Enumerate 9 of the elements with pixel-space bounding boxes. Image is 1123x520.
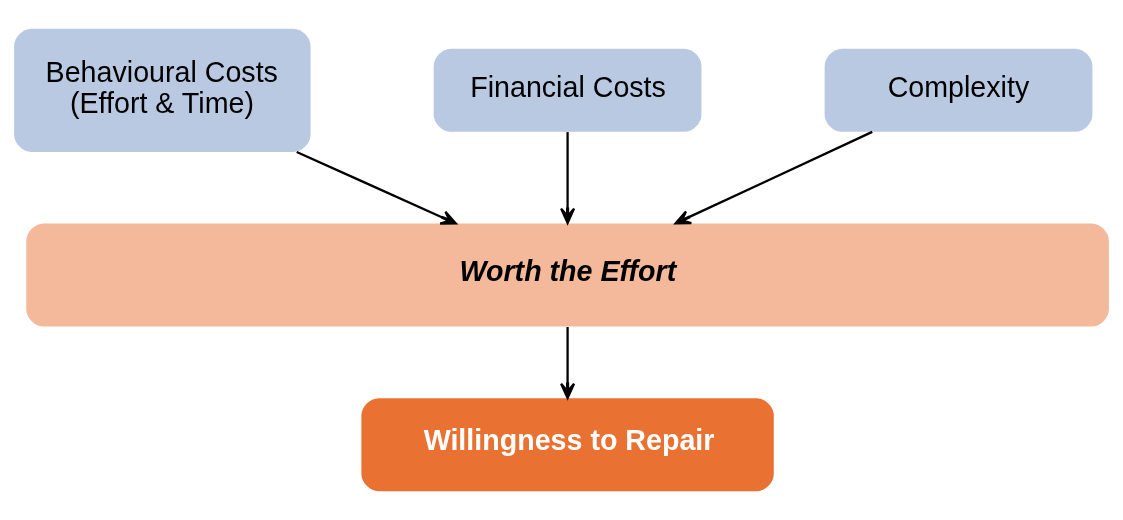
node-box: Financial Costs: [433, 48, 702, 132]
node-box: Behavioural Costs (Effort & Time): [14, 28, 311, 152]
arrow: [560, 132, 576, 225]
arrow: [296, 151, 457, 225]
node-box: Worth the Effort: [26, 223, 1109, 327]
node-box: Complexity: [824, 48, 1093, 132]
arrow: [674, 130, 873, 225]
arrow: [560, 327, 576, 400]
node-box: Willingness to Repair: [361, 398, 774, 492]
